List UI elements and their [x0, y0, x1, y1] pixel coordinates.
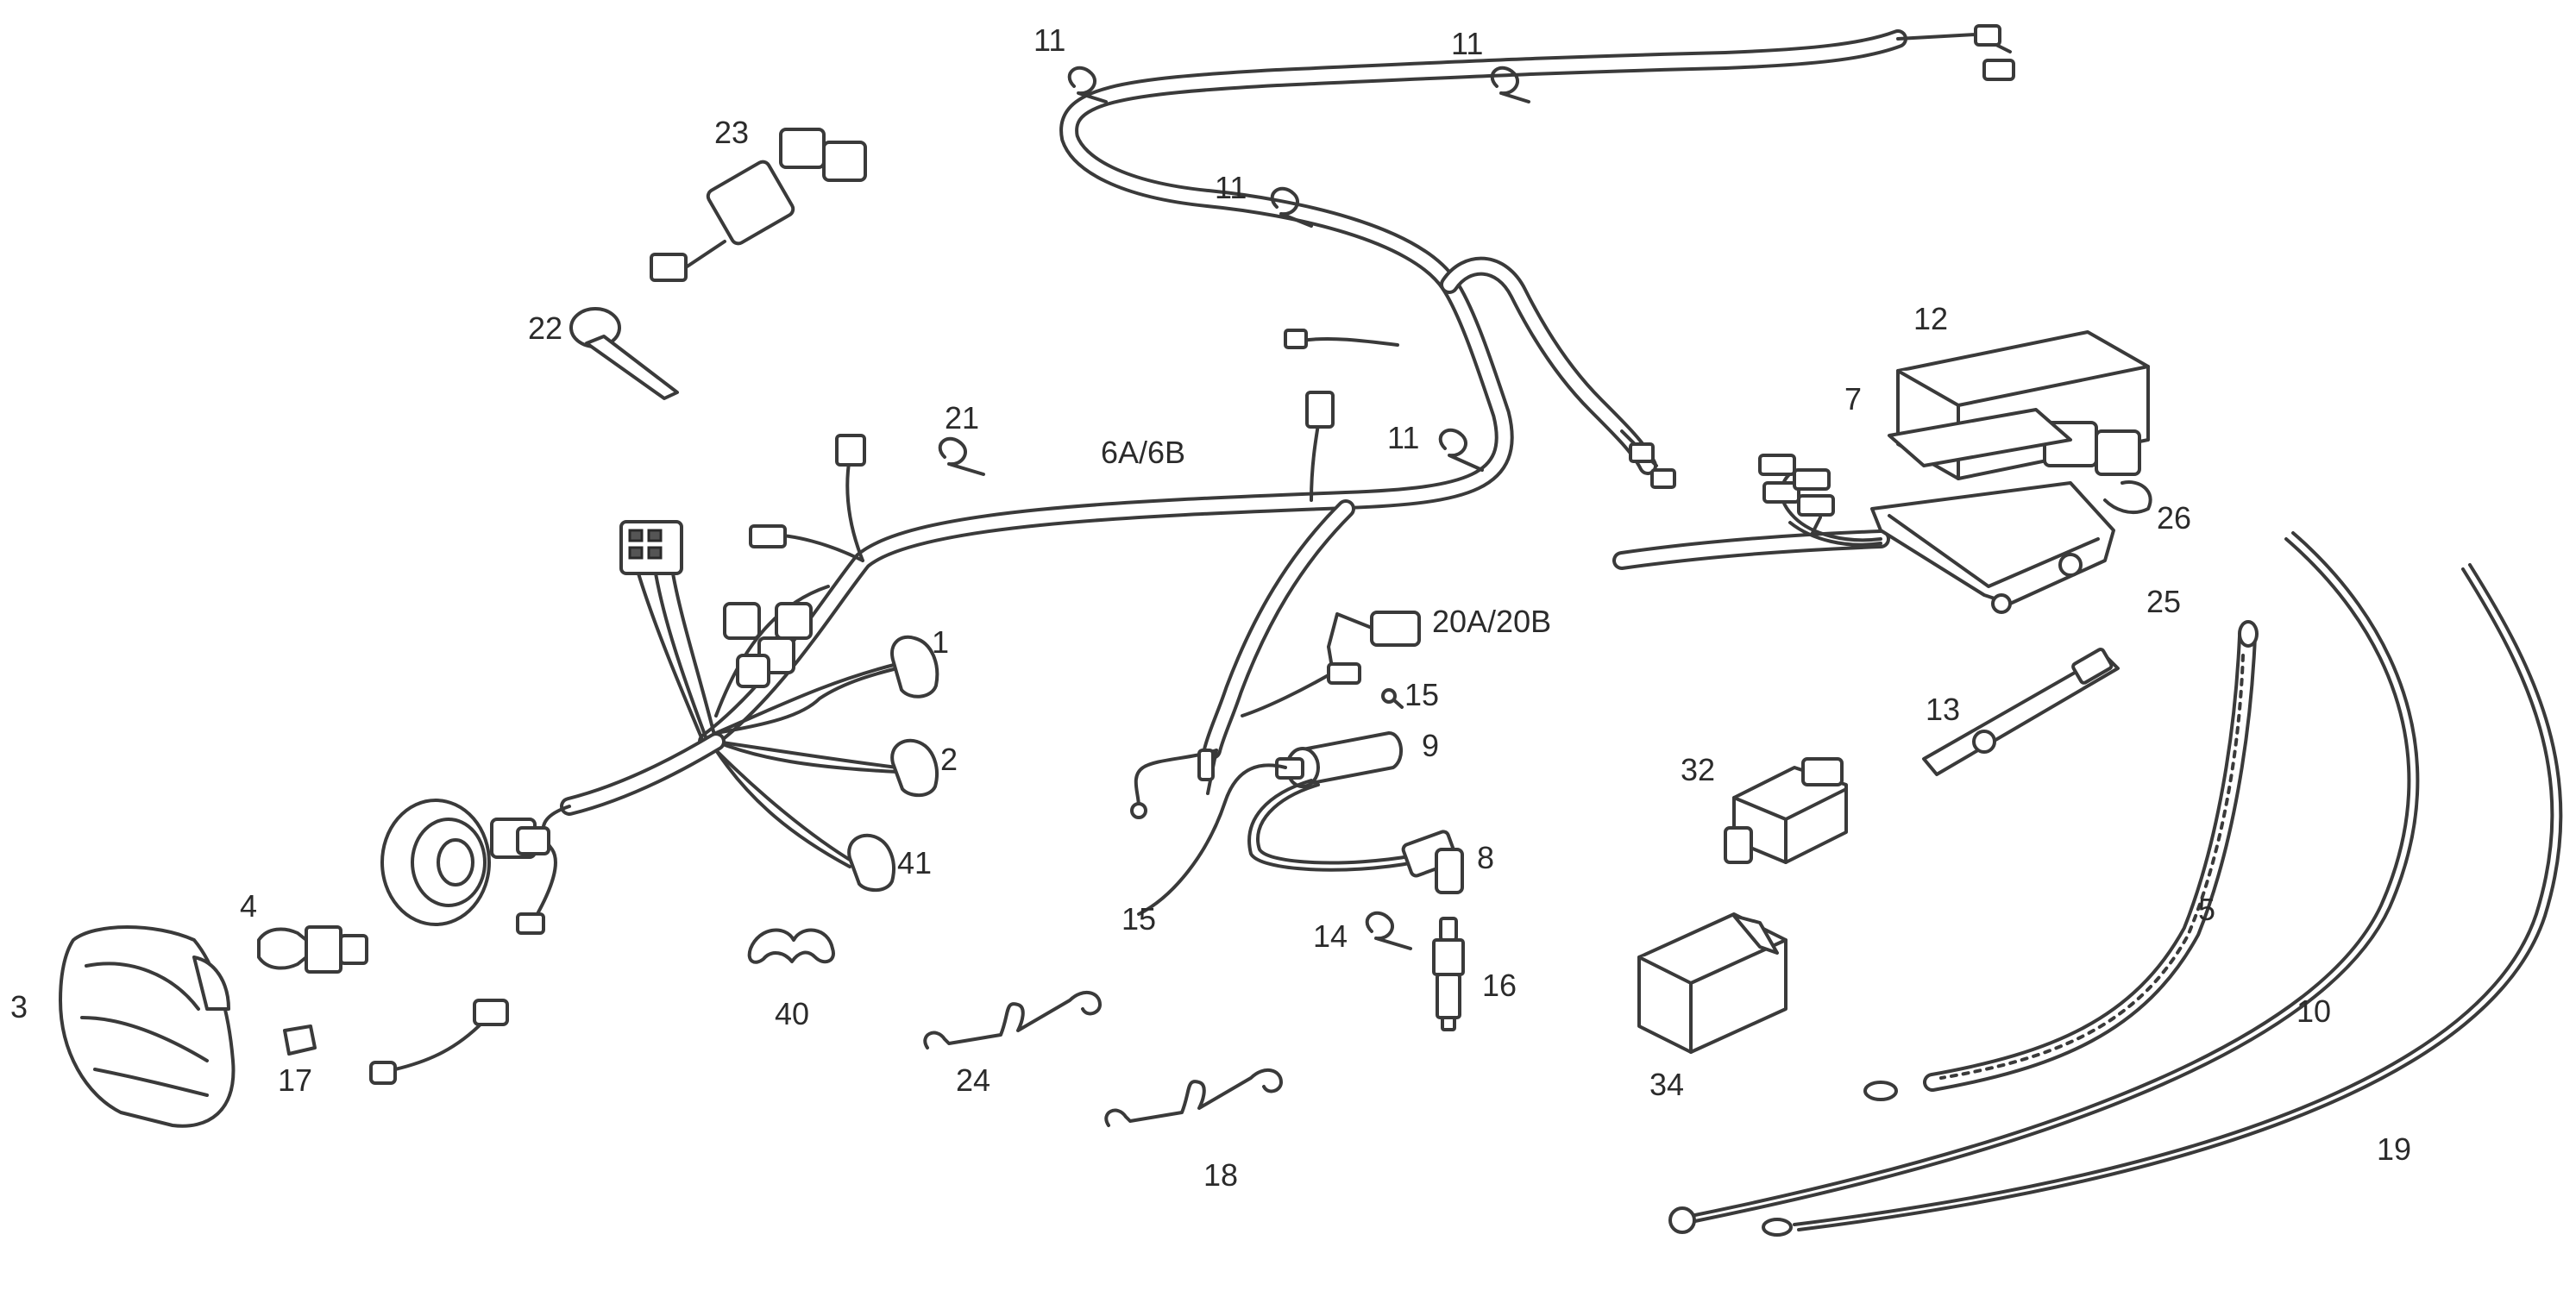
label-13: 13: [1926, 692, 1960, 727]
wire-clip-11-c[interactable]: [1270, 186, 1313, 228]
headlamp-connector[interactable]: [490, 805, 571, 935]
label-11-c: 11: [1215, 170, 1247, 205]
pilot-bulb-17[interactable]: [283, 1024, 317, 1056]
label-23: 23: [714, 115, 749, 150]
wire-clip-11-a[interactable]: [1067, 66, 1108, 103]
label-11-a: 11: [1034, 22, 1065, 58]
main-wiring-harness: [619, 24, 2015, 760]
label-5: 5: [2198, 892, 2215, 927]
rubber-pad-7[interactable]: [1888, 408, 2072, 467]
spark-plug-cap-8[interactable]: [1401, 830, 1464, 894]
label-8: 8: [1477, 840, 1494, 875]
label-24: 24: [956, 1062, 990, 1098]
label-11-d: 11: [1387, 420, 1419, 455]
label-40: 40: [775, 996, 809, 1031]
regulator-32[interactable]: [1724, 757, 1848, 864]
screw-26[interactable]: [2103, 480, 2152, 515]
sensor-20ab[interactable]: [1241, 611, 1421, 717]
headlamp-unit-3[interactable]: [59, 925, 236, 1128]
label-41: 41: [897, 845, 932, 880]
label-14: 14: [1313, 918, 1348, 954]
label-15-b: 15: [1122, 901, 1156, 937]
bracket-22[interactable]: [569, 307, 679, 400]
label-6ab: 6A/6B: [1101, 435, 1185, 470]
bulb-socket-41[interactable]: [847, 833, 895, 893]
screw-15[interactable]: [1381, 688, 1404, 709]
hv-cable[interactable]: [1247, 779, 1417, 872]
label-4: 4: [240, 888, 257, 924]
sensor-cable[interactable]: [369, 999, 509, 1085]
spring-18[interactable]: [1104, 1068, 1283, 1127]
headlamp-reflector-ring[interactable]: [380, 799, 491, 926]
label-9: 9: [1422, 728, 1439, 763]
clip-14[interactable]: [1365, 911, 1412, 950]
relay-23[interactable]: [650, 128, 867, 282]
wire-clip-11-d[interactable]: [1438, 428, 1484, 472]
label-17: 17: [278, 1062, 312, 1098]
label-10: 10: [2296, 993, 2331, 1029]
label-19: 19: [2377, 1131, 2411, 1167]
spring-24[interactable]: [923, 991, 1102, 1050]
callout-labels: 1 2 3 4 5 6A/6B 7 8 9 10 11 11 11 11 12 …: [10, 22, 2411, 1193]
label-2: 2: [940, 742, 958, 777]
mounting-bracket-25[interactable]: [1870, 481, 2115, 614]
wire-clip-21[interactable]: [938, 436, 985, 476]
label-11-b: 11: [1451, 26, 1483, 61]
ignition-wires[interactable]: [1130, 749, 1287, 916]
bulb-socket-wires: [560, 662, 899, 868]
cdi-wires[interactable]: [1758, 454, 1882, 547]
label-7: 7: [1844, 381, 1862, 417]
bulb-socket-1[interactable]: [890, 635, 939, 699]
cable-10[interactable]: [1668, 531, 2420, 1234]
label-21: 21: [945, 400, 979, 435]
label-22: 22: [528, 310, 562, 346]
battery-34[interactable]: [1637, 912, 1787, 1054]
headlamp-bulb-4[interactable]: [257, 925, 368, 974]
wire-clip-11-b[interactable]: [1490, 66, 1530, 103]
clip-40[interactable]: [747, 928, 835, 964]
label-26: 26: [2157, 500, 2191, 536]
bulb-socket-2[interactable]: [890, 738, 939, 798]
label-15-a: 15: [1404, 677, 1439, 712]
strap-13[interactable]: [1922, 648, 2120, 776]
ignition-coil-9[interactable]: [1275, 731, 1403, 788]
braided-cable-5[interactable]: [1863, 620, 2259, 1101]
label-16: 16: [1482, 968, 1517, 1003]
label-12: 12: [1913, 301, 1948, 336]
label-32: 32: [1681, 752, 1715, 787]
cable-19[interactable]: [1762, 563, 2563, 1237]
label-18: 18: [1203, 1157, 1238, 1193]
label-3: 3: [10, 989, 28, 1024]
label-1: 1: [932, 624, 949, 660]
label-20ab: 20A/20B: [1432, 604, 1551, 639]
spark-plug-16[interactable]: [1432, 917, 1465, 1031]
label-34: 34: [1649, 1067, 1684, 1102]
label-25: 25: [2146, 584, 2181, 619]
